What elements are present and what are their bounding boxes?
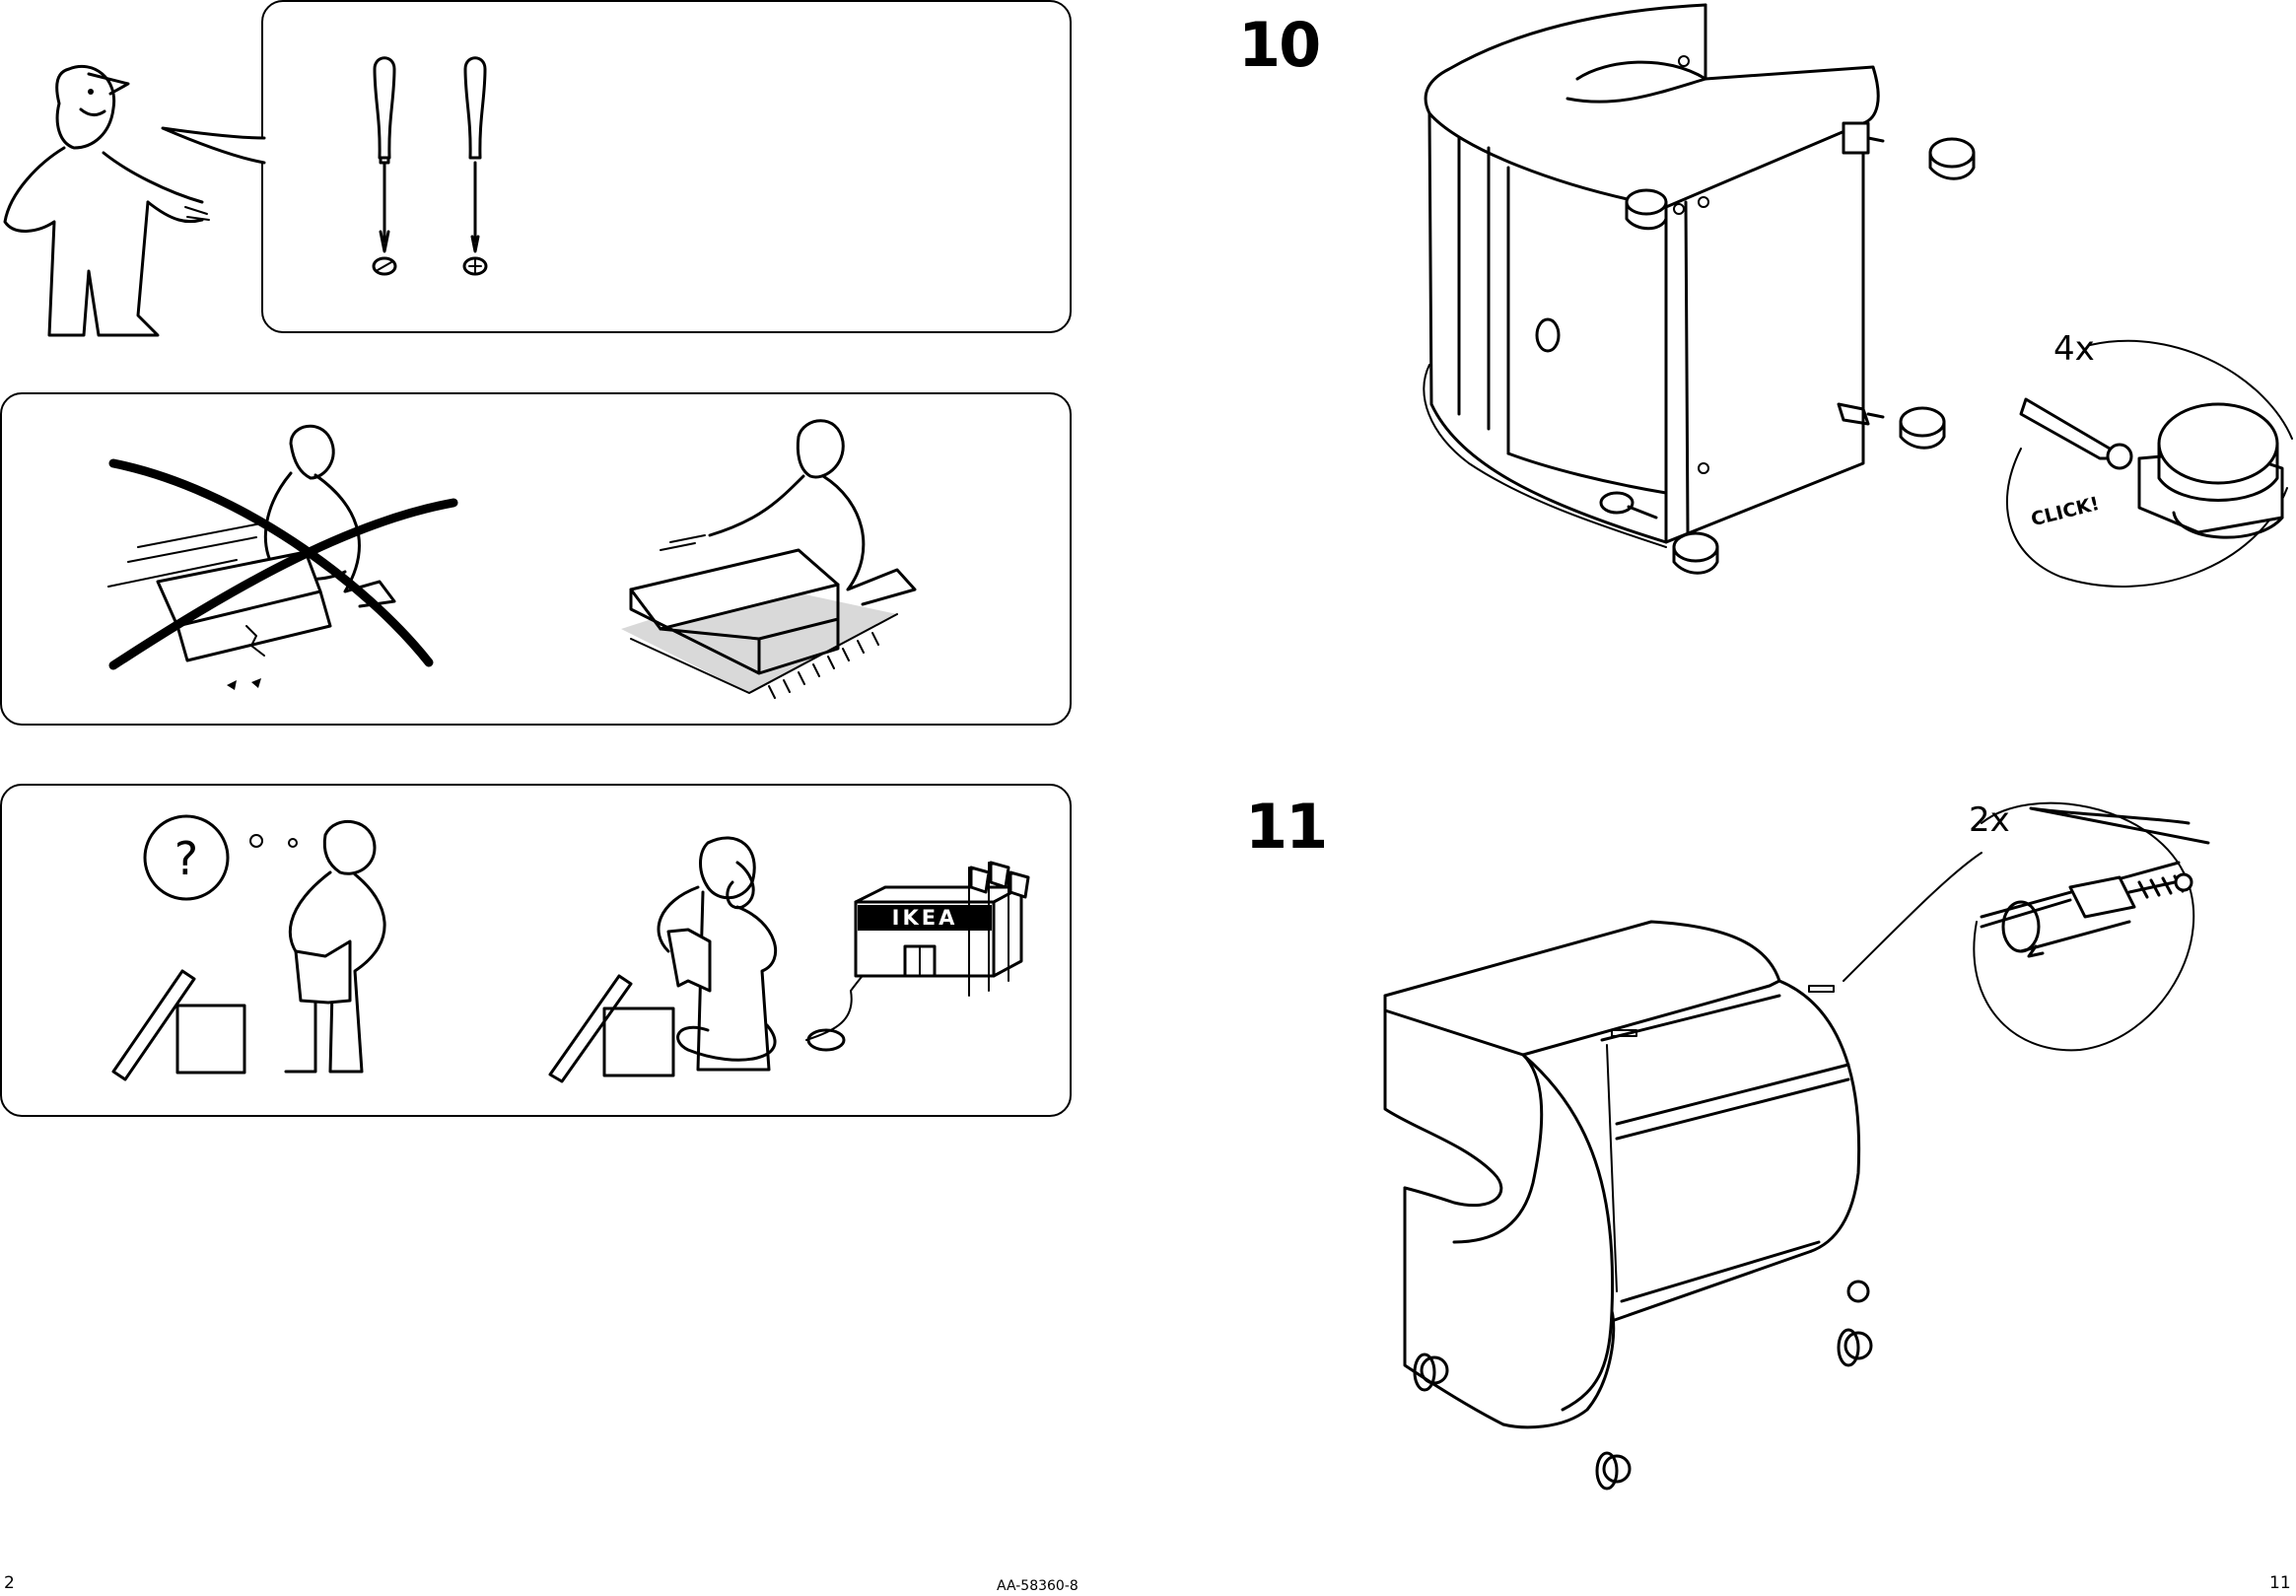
- correct-soft-surface-illustration: [601, 412, 956, 718]
- step-10-detail-callout: [2001, 330, 2296, 606]
- step-10-cabinet-illustration: [1370, 0, 1991, 591]
- left-page-number: 2: [4, 1575, 15, 1592]
- step-10-number: 10: [1238, 15, 1319, 76]
- svg-text:?: ?: [174, 832, 198, 885]
- speech-tail: [158, 108, 266, 177]
- flat-screwdriver-icon: [365, 59, 404, 281]
- ikea-store-sign: IKEA: [858, 905, 992, 931]
- document-code: AA-58360-8: [997, 1579, 1078, 1593]
- step-11-number: 11: [1245, 797, 1326, 858]
- step-11-screw-detail-callout: [1834, 784, 2228, 1060]
- step-11-quantity: 2x: [1969, 803, 2010, 837]
- calling-ikea-illustration: [540, 833, 1033, 1079]
- right-page-number: 11: [2269, 1575, 2291, 1592]
- step-10-quantity: 4x: [2053, 332, 2095, 366]
- phillips-screwdriver-icon: [455, 59, 495, 281]
- confused-person-illustration: ?: [104, 813, 409, 1079]
- wrong-hard-floor-illustration: [108, 414, 463, 700]
- ikea-man-pointing-figure: [0, 54, 212, 340]
